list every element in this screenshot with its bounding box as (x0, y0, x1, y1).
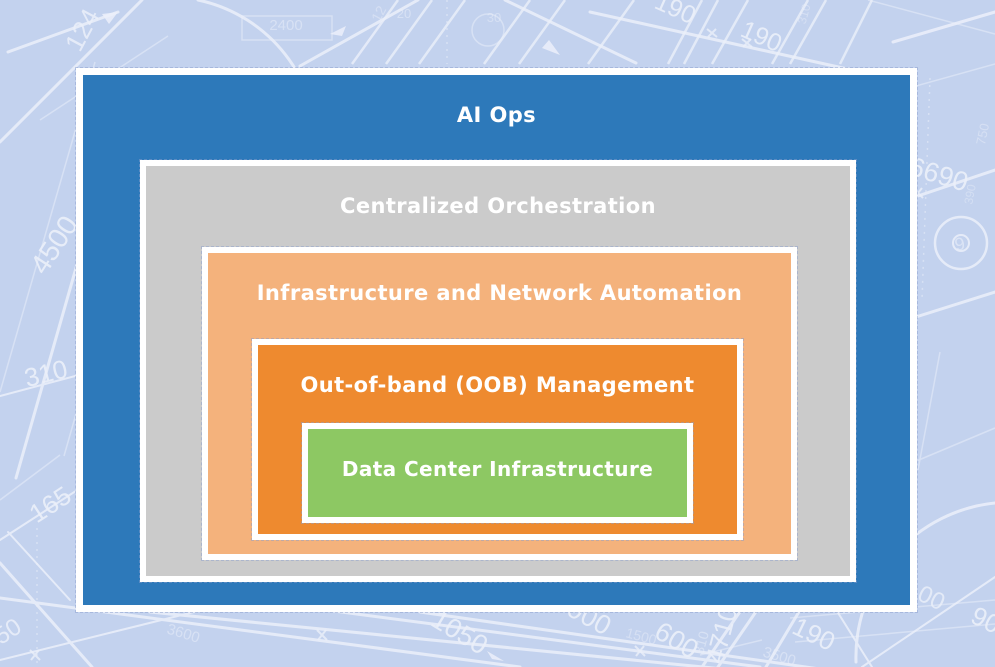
bg-number: 750 (973, 122, 992, 146)
bg-number: 390 (961, 183, 978, 205)
layer-oob-management: Out-of-band (OOB) Management Data Center… (251, 338, 744, 541)
bg-number: 30 (487, 10, 501, 25)
layer-infrastructure-network-automation: Infrastructure and Network Automation Ou… (201, 246, 798, 561)
layer-infrastructure-network-automation-label: Infrastructure and Network Automation (256, 281, 743, 305)
layer-oob-management-label: Out-of-band (OOB) Management (300, 373, 695, 397)
bg-number: 20 (397, 6, 411, 21)
bg-number: 9 (953, 233, 967, 255)
bg-number: 310 (795, 2, 814, 25)
layer-centralized-orchestration: Centralized Orchestration Infrastructure… (139, 159, 857, 583)
bg-ticks (29, 28, 924, 661)
layer-data-center-infrastructure: Data Center Infrastructure (301, 422, 694, 524)
bg-number: 12 (368, 3, 390, 24)
layer-ai-ops: AI Ops Centralized Orchestration Infrast… (75, 67, 918, 613)
layer-data-center-infrastructure-label: Data Center Infrastructure (341, 457, 654, 481)
layer-centralized-orchestration-label: Centralized Orchestration (340, 194, 656, 218)
bg-number: 310 (690, 629, 712, 656)
bg-number: 1500 (624, 624, 658, 648)
layer-ai-ops-label: AI Ops (456, 103, 537, 127)
bg-number: 2400 (269, 17, 302, 34)
bg-lines-hatch (350, 0, 874, 65)
bg-arrowheads (102, 12, 560, 661)
